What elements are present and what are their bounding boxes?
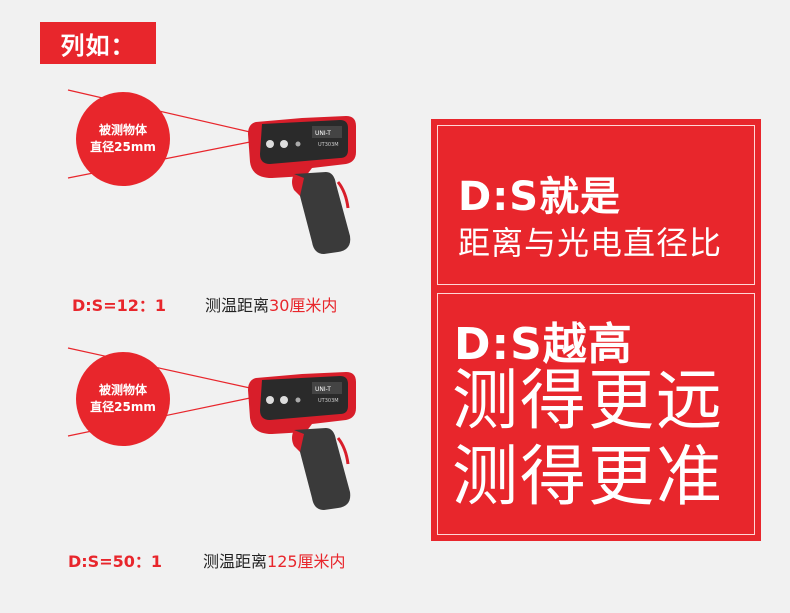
gun-brand: UNI-T [315,130,331,137]
benefit-title: D:S越高 [454,319,633,370]
thermometer-gun-image: UNI-T UT303M [248,116,356,254]
target-circle: 被测物体 直径25mm [76,352,170,446]
ds-ratio: D:S=50：1 [68,552,163,571]
example-tag: 列如： [40,22,156,64]
target-label-line1: 被测物体 [98,383,147,397]
measure-distance: 测温距离30厘米内 [205,292,337,316]
benefit-box: D:S越高 测得更远 测得更准 [437,293,755,535]
measure-distance: 测温距离125厘米内 [203,548,346,572]
definition-subtitle: 距离与光电直径比 [458,224,723,262]
target-circle: 被测物体 直径25mm [76,92,170,186]
example-2: 被测物体 直径25mm UNI-T UT303M D:S=50：1 测温距离12… [0,340,420,571]
target-label-line2: 直径25mm [90,140,156,154]
example-1: 被测物体 直径25mm UNI-T UT303M D:S=12：1 测温距离30… [0,82,420,315]
target-label-line2: 直径25mm [90,400,156,414]
info-panel: D:S就是 距离与光电直径比 D:S越高 测得更远 测得更准 [431,119,761,541]
gun-model: UT303M [318,398,339,404]
benefit-line-1: 测得更远 [452,362,724,439]
distance-value: 30厘米内 [269,296,338,315]
definition-title: D:S就是 [458,174,622,220]
definition-box: D:S就是 距离与光电直径比 [437,125,755,285]
distance-prefix: 测温距离 [203,552,268,571]
distance-prefix: 测温距离 [205,296,270,315]
target-label-line1: 被测物体 [98,123,147,137]
ds-ratio: D:S=12：1 [72,296,167,315]
gun-brand: UNI-T [315,386,331,393]
gun-model: UT303M [318,142,339,148]
thermometer-gun-image: UNI-T UT303M [248,372,356,510]
distance-value: 125厘米内 [267,552,346,571]
benefit-line-2: 测得更准 [452,438,724,515]
